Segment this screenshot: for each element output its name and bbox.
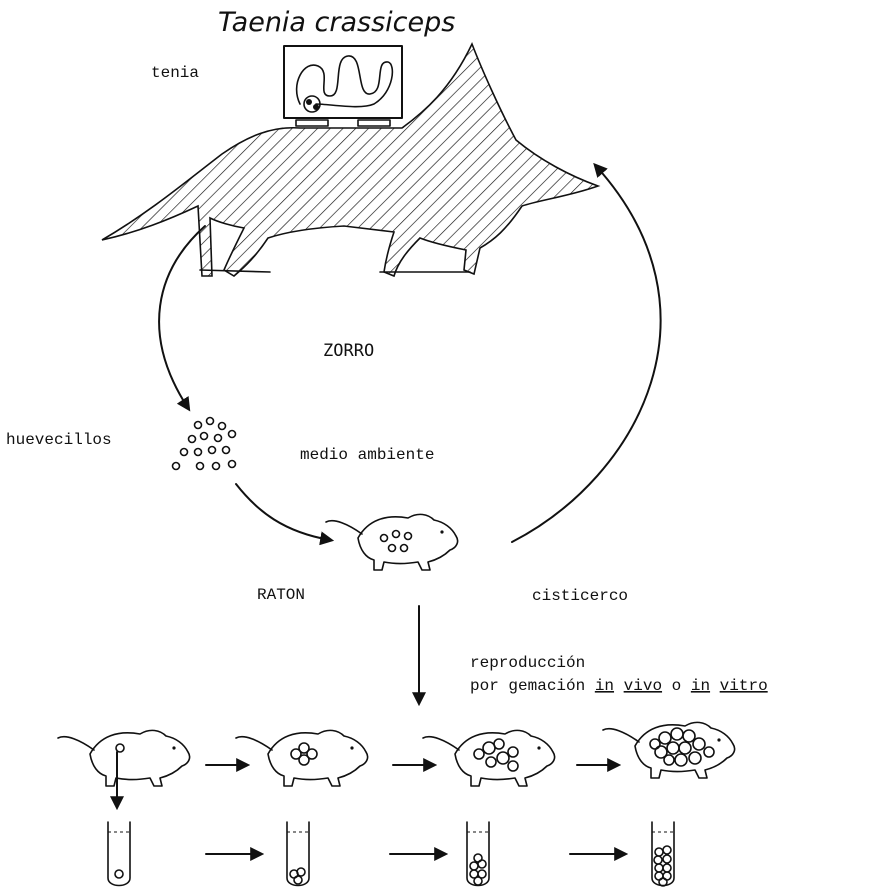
- label-gemacion: por gemación in vivo o in vitro: [470, 677, 768, 695]
- label-zorro: ZORRO: [323, 341, 374, 361]
- arrow-mouse-to-fox: [512, 166, 661, 542]
- label-tenia: tenia: [151, 64, 199, 82]
- tube-4: [652, 822, 674, 886]
- mouse-stage-3: [423, 730, 555, 786]
- label-huevecillos: huevecillos: [6, 431, 112, 449]
- tube-2: [287, 822, 309, 886]
- arrow-eggs-to-mouse: [236, 484, 330, 540]
- mouse-stage-1: [58, 730, 190, 786]
- tapeworm-illustration: [284, 46, 402, 126]
- mouse-stage-2: [236, 730, 368, 786]
- tube-3: [467, 822, 489, 886]
- mouse-stage-4: [603, 722, 735, 778]
- label-raton: RATON: [257, 586, 305, 604]
- mouse-host: [326, 514, 458, 570]
- label-medio-ambiente: medio ambiente: [300, 446, 434, 464]
- tube-1: [108, 822, 130, 886]
- title: Taenia crassiceps: [218, 7, 455, 38]
- label-cisticerco: cisticerco: [532, 587, 628, 605]
- label-reproduccion: reproducción: [470, 654, 585, 672]
- eggs-cluster: [173, 418, 236, 470]
- arrow-fox-to-eggs: [159, 226, 205, 408]
